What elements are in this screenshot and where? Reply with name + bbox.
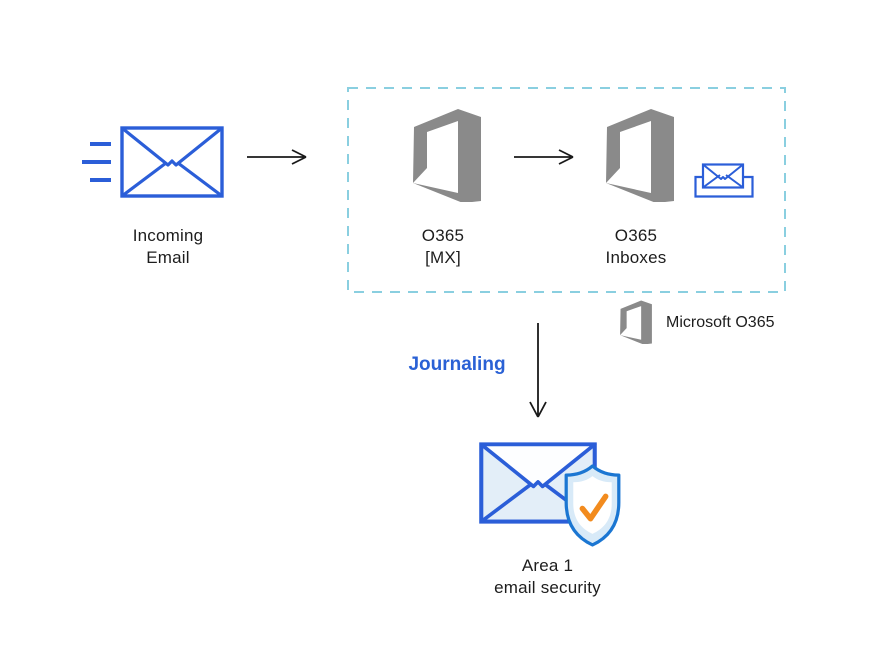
shield-check-icon xyxy=(564,464,621,547)
arrow-right-icon xyxy=(247,149,307,165)
o365-mx-label: O365 [MX] xyxy=(383,225,503,269)
o365-inboxes-label-line1: O365 xyxy=(614,226,658,245)
office365-mx-logo-icon xyxy=(413,109,481,202)
o365-inboxes-label: O365 Inboxes xyxy=(566,225,706,269)
o365-dashed-boundary xyxy=(347,87,786,293)
incoming-email-label-line2: Email xyxy=(146,248,190,267)
area1-label: Area 1 email security xyxy=(465,555,630,599)
o365-inboxes-label-line2: Inboxes xyxy=(605,248,667,267)
area1-label-line2: email security xyxy=(494,578,601,597)
incoming-email-label-line1: Incoming xyxy=(132,226,204,245)
inbox-tray-icon xyxy=(694,163,754,198)
o365-mx-label-line2: [MX] xyxy=(425,248,461,267)
legend-office365-logo-icon xyxy=(620,300,652,344)
incoming-email-label: Incoming Email xyxy=(98,225,238,269)
legend-label: Microsoft O365 xyxy=(666,314,775,331)
incoming-email-envelope-icon xyxy=(120,126,224,198)
office365-inboxes-logo-icon xyxy=(606,109,674,202)
journaling-label: Journaling xyxy=(408,354,506,375)
area1-label-line1: Area 1 xyxy=(521,556,574,575)
speed-lines-icon xyxy=(82,142,111,182)
arrow-down-icon xyxy=(529,323,547,418)
arrow-right-icon xyxy=(514,149,574,165)
o365-mx-label-line1: O365 xyxy=(421,226,465,245)
